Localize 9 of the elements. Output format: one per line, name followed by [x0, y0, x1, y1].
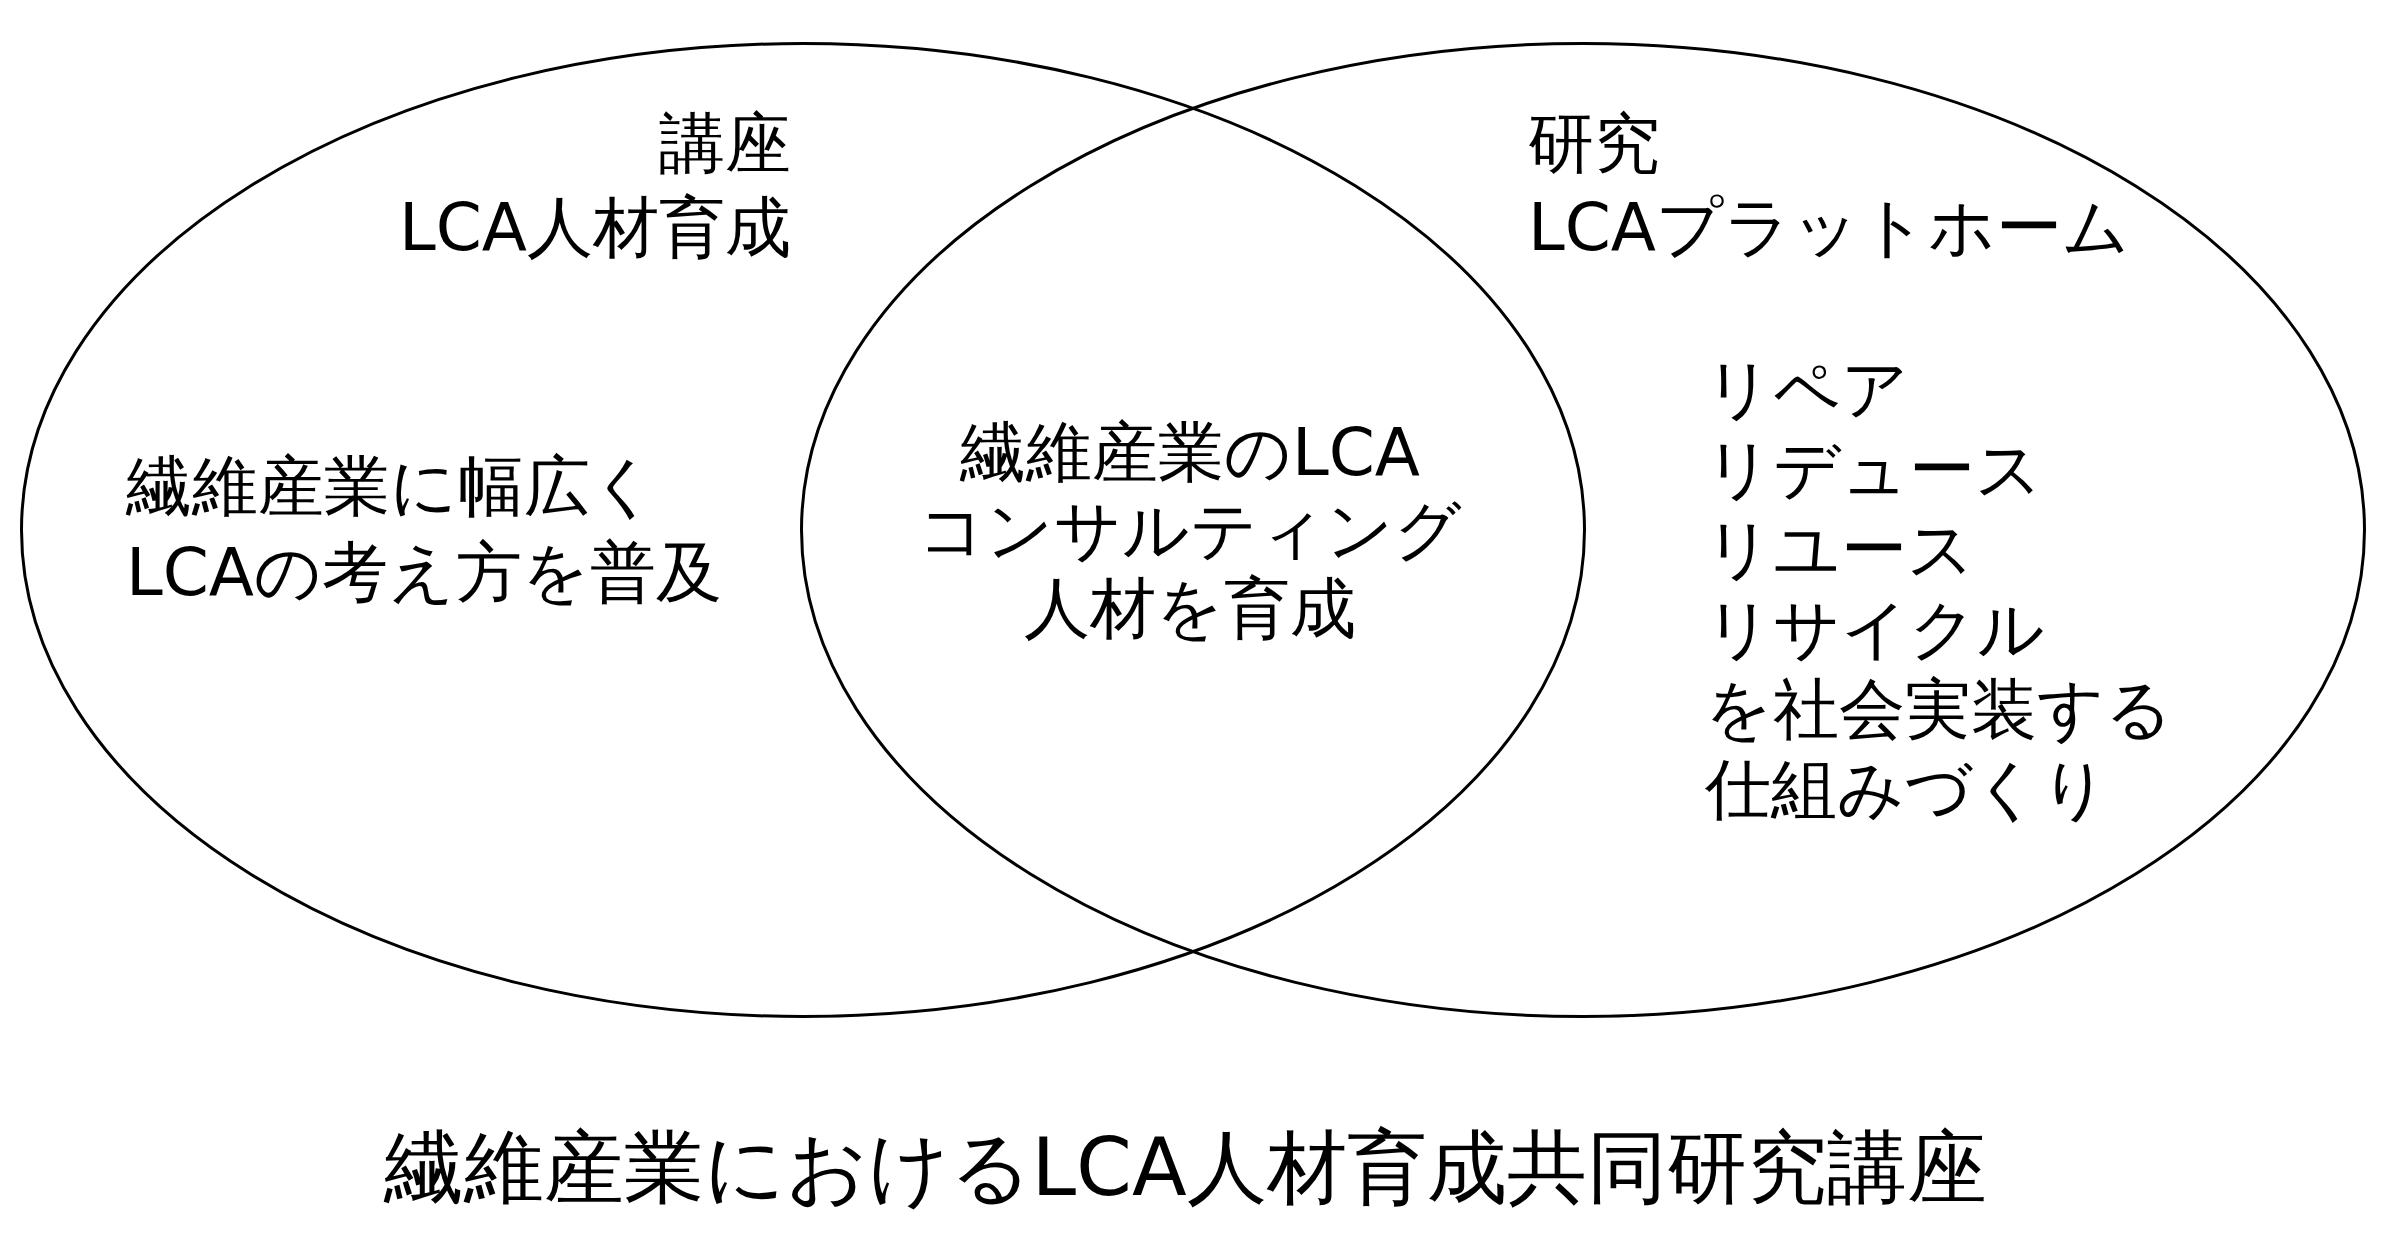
section-heading: 講座 [659, 104, 791, 184]
description-text: リペアリデュースリユースリサイクルを社会実装する仕組みづくり [1705, 350, 2173, 830]
caption: 繊維産業におけるLCA人材育成共同研究講座 [383, 1120, 1987, 1216]
overlap-text: 繊維産業のLCAコンサルティング人材を育成 [918, 414, 1462, 648]
section-subtitle: LCA人材育成 [399, 188, 791, 268]
description-text: 繊維産業に幅広くLCAの考え方を普及 [126, 447, 722, 613]
section-subtitle: LCAプラットホーム [1528, 188, 2130, 268]
venn-ellipse [800, 42, 2366, 1018]
section-heading: 研究 [1528, 104, 1660, 184]
